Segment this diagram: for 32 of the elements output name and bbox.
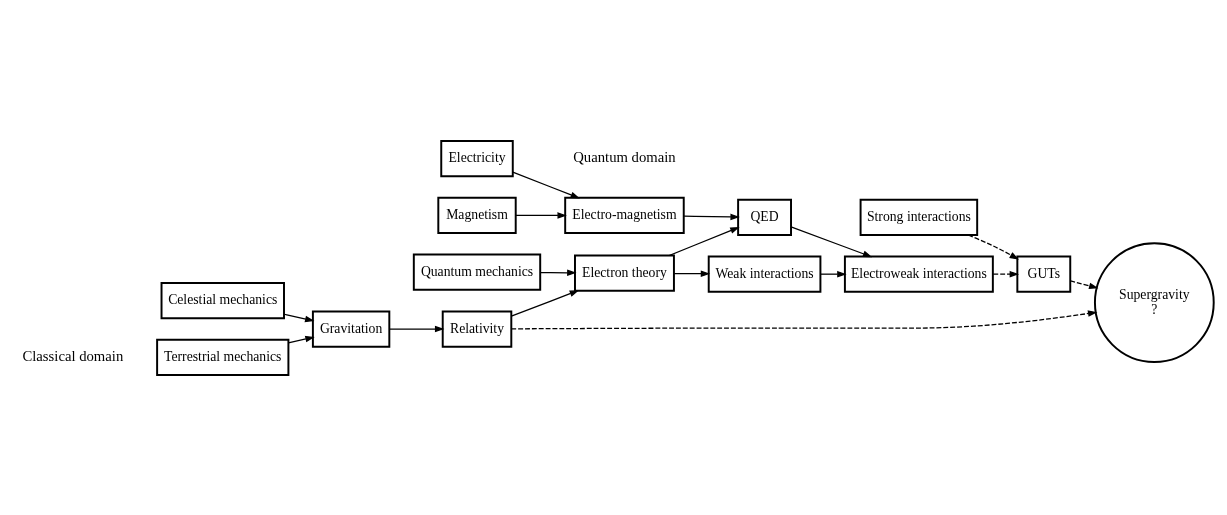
node-circle: Supergravity ? [1093, 241, 1215, 363]
arrow [283, 313, 315, 322]
node-box: Electroweak interactions [843, 255, 994, 293]
label: Classical domain [22, 347, 124, 364]
node-box: Quantum mechanics [412, 253, 542, 291]
node-box: Gravitation [311, 309, 391, 348]
arrow [512, 171, 580, 198]
arrow [539, 269, 577, 276]
arrow [683, 213, 740, 220]
arrow [668, 226, 740, 256]
arrow [1069, 279, 1099, 289]
arrow [673, 269, 711, 277]
node-box: Relativity [441, 309, 513, 348]
arrow [515, 211, 567, 219]
node-box: GUTs [1016, 255, 1072, 293]
arrow [967, 233, 1019, 260]
node-box: QED [737, 198, 792, 236]
node-box: Electro-magnetism [564, 196, 685, 234]
node-box: Electricity [440, 139, 514, 177]
arrow [389, 325, 445, 332]
label: Quantum domain [573, 148, 676, 165]
arrow [790, 225, 873, 257]
node-box: Electron theory [574, 254, 675, 292]
arrow [287, 335, 315, 344]
node-box: Strong interactions [859, 198, 979, 236]
node-box: Celestial mechanics [160, 281, 285, 319]
node-box: Weak interactions [707, 255, 822, 293]
arrow [510, 289, 580, 317]
node-box: Terrestrial mechanics [156, 338, 290, 376]
arrow [510, 309, 1098, 329]
node-box: Magnetism [437, 196, 517, 234]
arrow [992, 270, 1020, 277]
